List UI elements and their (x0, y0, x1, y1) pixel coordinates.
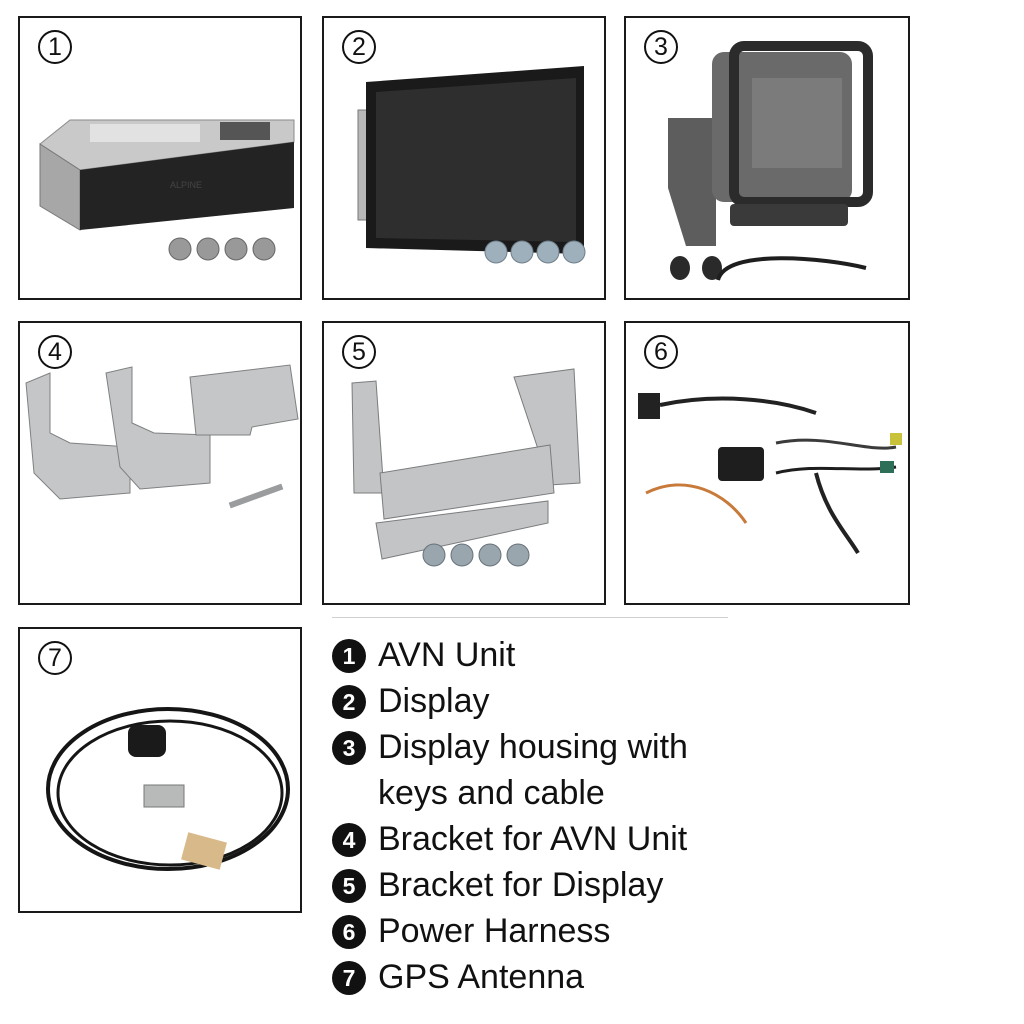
legend-item: 6 Power Harness (332, 908, 732, 954)
svg-text:ALPINE: ALPINE (170, 180, 202, 190)
display-housing-image (668, 41, 873, 281)
panel-number-7: 7 (38, 641, 72, 675)
legend-label: GPS Antenna (378, 958, 585, 996)
avn-bracket-image (25, 364, 299, 509)
panel-avn-bracket: 4 (18, 321, 302, 605)
legend-number-2: 2 (332, 685, 366, 719)
legend-number-5: 5 (332, 869, 366, 903)
panel-number-3: 3 (644, 30, 678, 64)
legend-number-6: 6 (332, 915, 366, 949)
legend-item: 4 Bracket for AVN Unit (332, 816, 732, 862)
panel-number-1: 1 (38, 30, 72, 64)
legend-label: Display housing with keys and cable (378, 728, 688, 812)
legend-number-7: 7 (332, 961, 366, 995)
display-bracket-image (351, 368, 581, 567)
legend-label: AVN Unit (378, 636, 516, 674)
legend-number-3: 3 (332, 731, 366, 765)
legend-item: 5 Bracket for Display (332, 862, 732, 908)
legend-item: 3 Display housing with keys and cable (332, 724, 732, 816)
panel-power-harness: 6 (624, 321, 910, 605)
legend-label: Bracket for Display (378, 866, 664, 904)
legend-label: Power Harness (378, 912, 611, 950)
panel-gps-antenna: 7 (18, 627, 302, 913)
panel-number-6: 6 (644, 335, 678, 369)
legend-number-1: 1 (332, 639, 366, 673)
panel-avn-unit: 1 ALPINE (18, 16, 302, 300)
panel-display: 2 (322, 16, 606, 300)
legend-item: 1 AVN Unit (332, 632, 732, 678)
legend-label: Display (378, 682, 490, 720)
panel-display-bracket: 5 (322, 321, 606, 605)
panel-number-5: 5 (342, 335, 376, 369)
legend-label: Bracket for AVN Unit (378, 820, 688, 858)
legend-item: 7 GPS Antenna (332, 954, 732, 1000)
panel-display-housing: 3 (624, 16, 910, 300)
legend-divider (332, 617, 728, 618)
display-image (357, 66, 586, 264)
panel-number-4: 4 (38, 335, 72, 369)
gps-antenna-image (46, 707, 290, 871)
power-harness-image (638, 393, 902, 555)
legend-number-4: 4 (332, 823, 366, 857)
parts-legend: 1 AVN Unit 2 Display 3 Display housing w… (332, 632, 732, 1000)
avn-unit-image: ALPINE (39, 119, 295, 261)
panel-number-2: 2 (342, 30, 376, 64)
legend-item: 2 Display (332, 678, 732, 724)
